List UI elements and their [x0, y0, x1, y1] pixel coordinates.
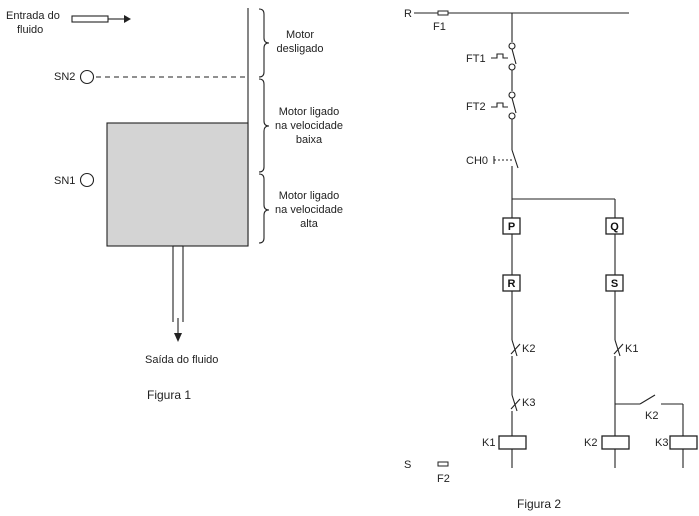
tank-liquid	[106, 122, 249, 247]
contact-k2-right	[639, 394, 656, 405]
brace-high-speed	[258, 173, 270, 244]
brace-motor-off	[258, 8, 270, 78]
coil-k2-label: K2	[584, 437, 597, 449]
fuse-f1-label: F1	[433, 21, 446, 33]
switch-ch0	[493, 149, 519, 169]
sensor-sn2-icon	[79, 69, 95, 85]
box-r-label: R	[508, 278, 516, 290]
level-low-line1: Motor ligado	[279, 106, 340, 118]
contact-k3-left-label: K3	[522, 397, 535, 409]
level-high-line1: Motor ligado	[279, 190, 340, 202]
coil-k1	[498, 435, 527, 450]
level-high-line2: na velocidade	[275, 204, 343, 216]
contact-k3-left	[510, 394, 521, 412]
contact-k1-right-label: K1	[625, 343, 638, 355]
supply-s-label: S	[404, 459, 411, 471]
sensor-sn1-label: SN1	[54, 175, 75, 187]
figure-2: R F1 FT1 FT2 CH0	[404, 8, 698, 511]
thermal-ft1-contact	[491, 42, 517, 71]
contact-k2-left	[510, 339, 521, 357]
sensor-sn2-label: SN2	[54, 71, 75, 83]
fuse-f1-icon	[437, 10, 449, 16]
inlet-label-line2: fluido	[17, 24, 43, 36]
figure-2-caption: Figura 2	[517, 497, 561, 511]
coil-k2	[601, 435, 630, 450]
thermal-ft1-label: FT1	[466, 53, 486, 65]
box-s-label: S	[611, 278, 618, 290]
level-high-line3: alta	[300, 218, 319, 230]
switch-ch0-label: CH0	[466, 155, 488, 167]
inlet-label-line1: Entrada do	[6, 10, 60, 22]
brace-low-speed	[258, 78, 270, 173]
sensor-sn1-icon	[79, 172, 95, 188]
fuse-f2-label: F2	[437, 473, 450, 485]
thermal-ft2-label: FT2	[466, 101, 486, 113]
outlet-pipe	[172, 245, 184, 342]
contact-k1-right	[613, 339, 624, 357]
figure-1-caption: Figura 1	[147, 388, 191, 402]
level-low-line3: baixa	[296, 134, 323, 146]
level-low-line2: na velocidade	[275, 120, 343, 132]
outlet-label: Saída do fluido	[145, 354, 218, 366]
contact-k2-left-label: K2	[522, 343, 535, 355]
level-off-line2: desligado	[276, 43, 323, 55]
contact-k2-right-label: K2	[645, 410, 658, 422]
coil-k1-label: K1	[482, 437, 495, 449]
fuse-f2-icon	[437, 461, 449, 467]
figure-1: Entrada do fluido Saída do fluido SN2 SN…	[6, 8, 343, 402]
inlet-pipe	[71, 15, 131, 23]
coil-k3-label: K3	[655, 437, 668, 449]
supply-r-label: R	[404, 8, 412, 20]
level-off-line1: Motor	[286, 29, 314, 41]
coil-k3	[669, 435, 698, 450]
box-q-label: Q	[610, 221, 619, 233]
box-p-label: P	[508, 221, 515, 233]
thermal-ft2-contact	[491, 91, 517, 120]
